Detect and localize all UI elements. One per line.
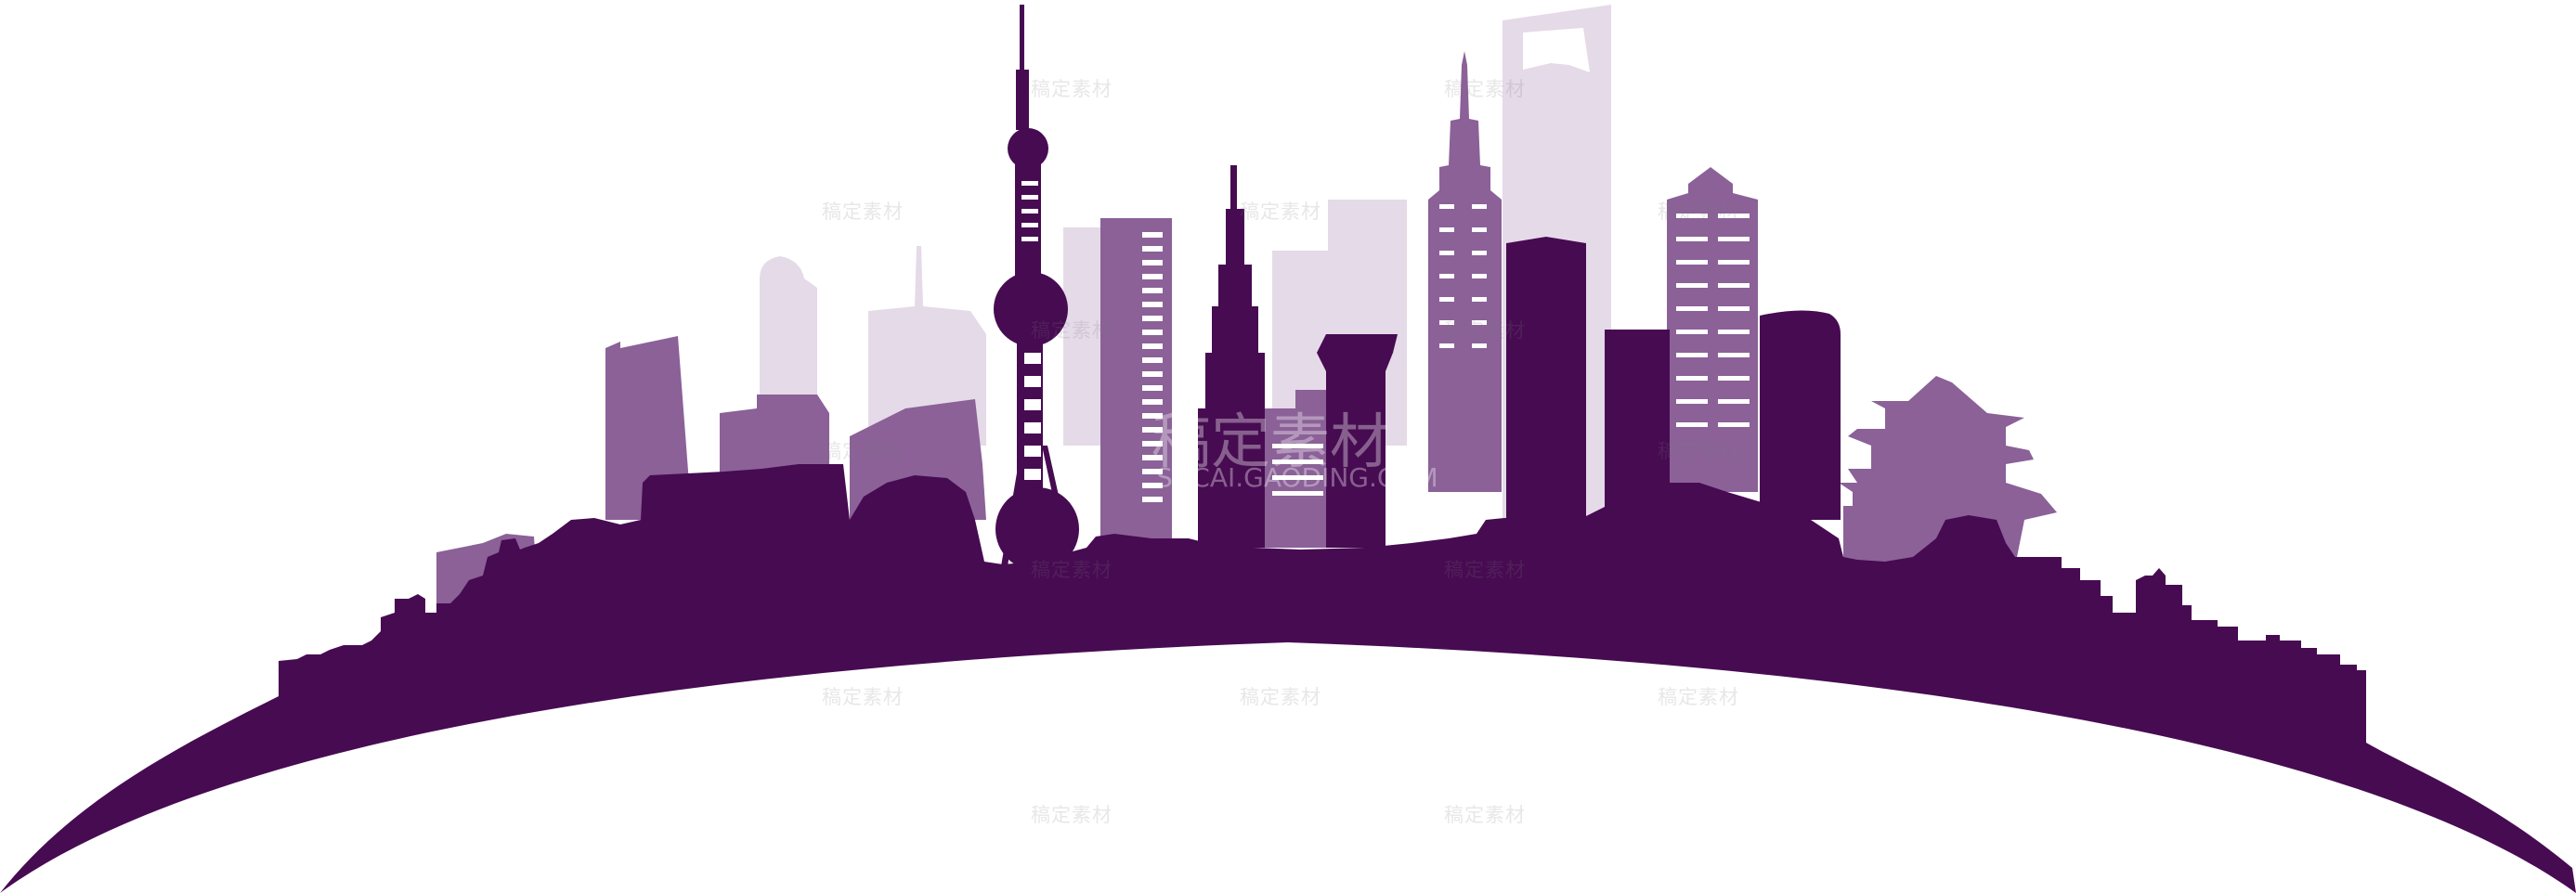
watermark-text: 稿定素材 [1658,686,1739,708]
striped-tower-windows [1142,232,1163,502]
ground-arc-silhouette [0,464,2576,893]
watermark-text: 稿定素材 [822,686,904,708]
mid-tower-striped [1100,218,1172,548]
tower-with-dome-right [1667,167,1758,492]
watermark-url: SUCAI.GAODING.COM [1156,462,1438,493]
dark-tower-curved [1760,310,1841,520]
jin-mao-tower [1198,165,1265,548]
watermark-text: 稿定素材 [1444,78,1526,100]
watermark-text: 稿定素材 [1031,559,1112,581]
watermark-text: 稿定素材 [1444,319,1526,342]
watermark-text: 稿定素材 [822,201,904,223]
watermark-text: 稿定素材 [1444,804,1526,826]
oriental-pearl-windows [1021,181,1041,480]
empire-tower-windows [1439,204,1487,348]
dark-tower-right [1506,237,1586,520]
foreground-silhouette [0,5,2576,893]
dome-tower-windows [1676,214,1750,427]
watermark-text: 稿定素材 [822,440,904,462]
empire-style-tower [1428,51,1502,492]
watermark-text: 稿定素材 [1031,78,1112,100]
dark-tower-ridge [1605,330,1670,520]
oriental-pearl-tower [994,5,1079,571]
chimney-building [1317,334,1398,548]
watermark-text: 稿定素材 [1240,686,1321,708]
pagoda-palace [1839,376,2057,566]
watermark-text: 稿定素材 [1444,559,1526,581]
mid-center-windows [1272,444,1323,496]
watermark-text: 稿定素材 [1658,201,1739,223]
light-tower-center-left [868,246,986,446]
watermark-text: 稿定素材 [1658,440,1739,462]
mid-building-center [1263,390,1337,548]
mid-building-far-left [605,336,692,520]
window-details [1021,181,1750,502]
watermark-large: 稿定素材 [1151,408,1389,477]
watermark-text: 稿定素材 [1240,201,1321,223]
watermark-text: 稿定素材 [1031,804,1112,826]
watermark-text: 稿定素材 [1031,319,1112,342]
